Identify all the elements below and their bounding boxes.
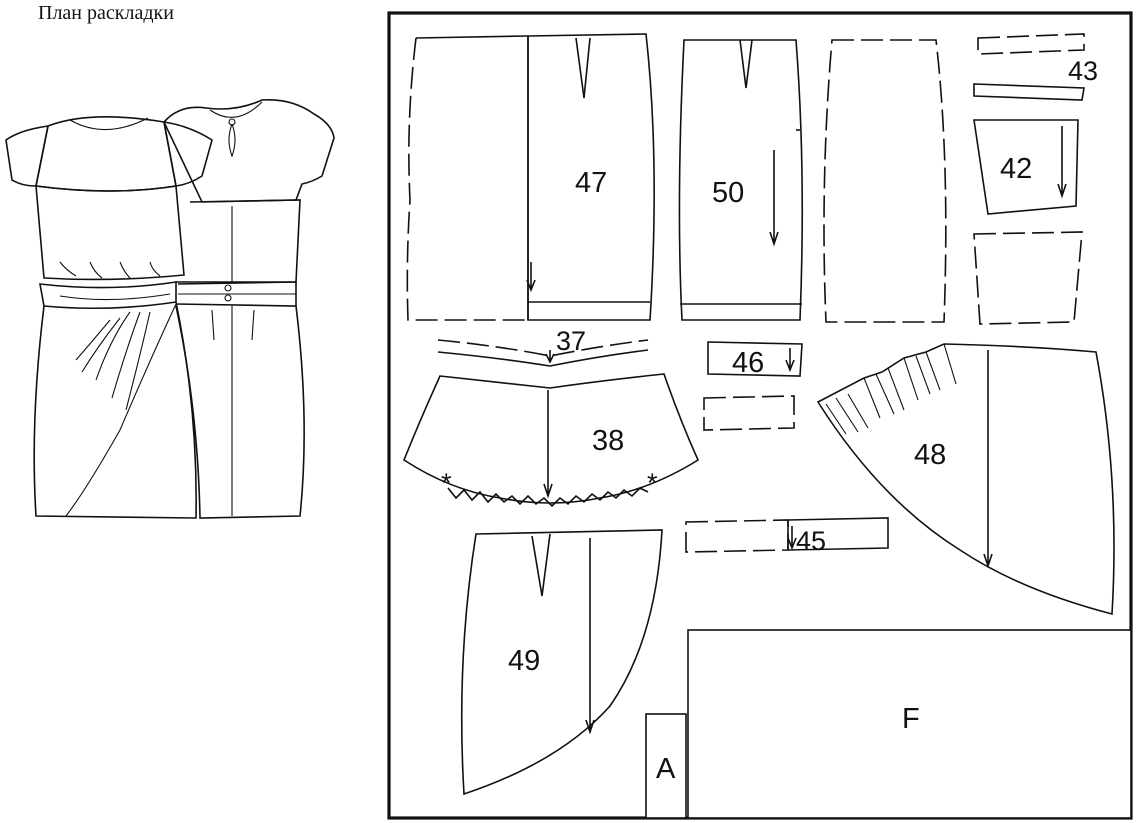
piece-37-notch bbox=[545, 350, 555, 364]
piece-37 bbox=[437, 339, 649, 367]
piece-48 bbox=[816, 343, 1115, 616]
piece-38-grain-arrow bbox=[543, 390, 553, 499]
back-yoke bbox=[163, 98, 335, 203]
piece-48-pleat-lines bbox=[825, 343, 957, 435]
back-neckline bbox=[209, 101, 263, 118]
piece-43-label: 43 bbox=[1068, 56, 1098, 86]
piece-46 bbox=[703, 341, 803, 431]
piece-mirror-dashed bbox=[823, 39, 947, 323]
piece-46-outline bbox=[707, 341, 803, 377]
skirt-drape-folds bbox=[75, 311, 151, 411]
piece-49-dart bbox=[531, 533, 551, 597]
piece-48-grain-arrow bbox=[983, 350, 993, 569]
piece-47-dart bbox=[575, 37, 591, 99]
piece-50-label: 50 bbox=[712, 177, 744, 209]
piece-50-dart bbox=[739, 39, 753, 89]
piece-a-label: A bbox=[656, 753, 676, 785]
back-button-1 bbox=[224, 284, 232, 292]
piece-38-star-left: * bbox=[441, 468, 452, 498]
piece-45-label: 45 bbox=[796, 526, 826, 556]
piece-48-label: 48 bbox=[914, 439, 946, 471]
piece-46-label: 46 bbox=[732, 347, 764, 379]
back-skirt-darts bbox=[211, 309, 255, 341]
layout-plan-caption: План раскладки bbox=[38, 2, 174, 24]
dress-technical-sketch bbox=[5, 98, 335, 519]
piece-45 bbox=[685, 517, 889, 553]
piece-47-grain-arrow bbox=[526, 262, 536, 293]
back-button-2 bbox=[224, 294, 232, 302]
piece-37-bottom-edge bbox=[437, 349, 649, 367]
front-skirt bbox=[33, 301, 197, 519]
piece-45-grain-arrow bbox=[787, 526, 797, 551]
front-neckline bbox=[69, 117, 149, 131]
piece-37-top-edge bbox=[437, 339, 649, 357]
piece-42-mirror bbox=[973, 231, 1083, 325]
front-bodice bbox=[35, 185, 185, 281]
piece-43-strip-2 bbox=[973, 83, 1085, 101]
back-button-top bbox=[228, 118, 236, 126]
piece-49-outline bbox=[460, 529, 663, 796]
piece-42-label: 42 bbox=[1000, 153, 1032, 185]
piece-42-outline bbox=[973, 119, 1079, 215]
piece-47-left-half bbox=[406, 37, 528, 321]
piece-49 bbox=[460, 529, 663, 796]
piece-38-star-right: * bbox=[647, 468, 658, 498]
piece-47 bbox=[406, 33, 655, 321]
back-bodice bbox=[177, 199, 301, 285]
piece-38-label: 38 bbox=[592, 425, 624, 457]
piece-49-grain-arrow bbox=[585, 538, 595, 735]
piece-43 bbox=[973, 33, 1085, 101]
piece-47-top-left bbox=[415, 35, 529, 39]
bodice-gathers bbox=[59, 261, 161, 279]
piece-50-grain-arrow bbox=[769, 150, 779, 247]
piece-38-outline bbox=[403, 373, 700, 504]
front-right-sleeve bbox=[163, 121, 213, 187]
piece-48-outline bbox=[816, 343, 1115, 616]
piece-38: * * bbox=[403, 373, 700, 508]
piece-f-rect bbox=[687, 629, 1132, 819]
front-left-sleeve bbox=[5, 125, 50, 187]
piece-46-mirror bbox=[703, 395, 795, 431]
piece-49-label: 49 bbox=[508, 645, 540, 677]
piece-50-outline bbox=[678, 39, 804, 321]
piece-46-grain-arrow bbox=[785, 348, 795, 373]
piece-38-zigzag-edge bbox=[447, 487, 649, 508]
piece-a-rect bbox=[645, 713, 687, 819]
wrap-overlap-edge bbox=[65, 303, 177, 517]
front-yoke bbox=[35, 116, 177, 192]
piece-f-label: F bbox=[902, 703, 920, 735]
piece-42-grain-arrow bbox=[1057, 126, 1067, 199]
piece-45-right bbox=[787, 517, 889, 551]
front-belt bbox=[39, 281, 177, 310]
piece-43-strip-1 bbox=[977, 33, 1085, 55]
back-skirt bbox=[175, 305, 305, 519]
piece-45-left bbox=[685, 519, 789, 553]
back-keyhole bbox=[228, 123, 236, 158]
piece-50 bbox=[678, 39, 804, 321]
piece-47-right-half bbox=[527, 33, 655, 321]
piece-42 bbox=[973, 119, 1083, 325]
piece-47-label: 47 bbox=[575, 167, 607, 199]
belt-fold bbox=[59, 293, 171, 301]
piece-37-label: 37 bbox=[556, 326, 586, 356]
